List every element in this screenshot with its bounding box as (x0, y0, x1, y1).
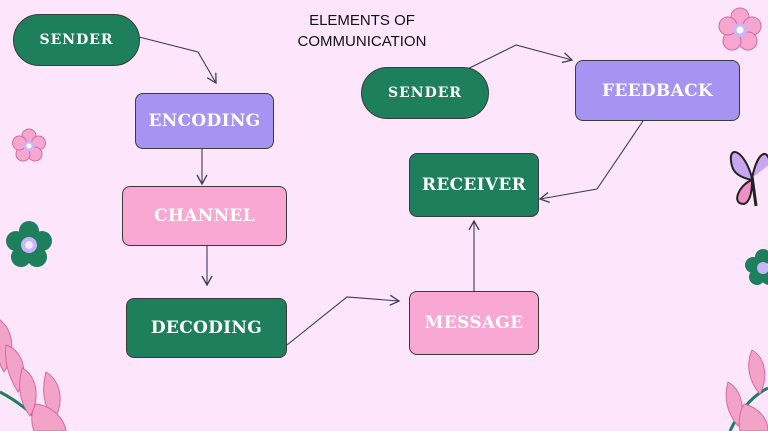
node-label: MESSAGE (424, 313, 524, 333)
node-receiver: RECEIVER (409, 153, 539, 217)
flower-icon (12, 128, 46, 162)
node-label: SENDER (387, 85, 463, 101)
node-label: RECEIVER (421, 175, 527, 195)
node-channel: CHANNEL (122, 186, 287, 246)
arrow-decoding-to-message (286, 294, 401, 346)
node-feedback: FEEDBACK (575, 60, 740, 121)
title-line-1: ELEMENTS OF (309, 12, 415, 29)
diagram-title: ELEMENTS OF COMMUNICATION (262, 10, 462, 52)
node-label: ENCODING (148, 111, 261, 131)
flower-icon (6, 221, 52, 267)
arrow-sender-to-encoding (138, 36, 217, 85)
node-decoding: DECODING (126, 298, 287, 358)
node-label: DECODING (150, 318, 263, 338)
butterfly-icon (729, 151, 768, 207)
leaf-branch-icon (0, 319, 67, 431)
flower-icon (718, 7, 762, 51)
flower-icon (745, 249, 768, 285)
node-label: FEEDBACK (602, 80, 713, 101)
node-label: SENDER (39, 32, 114, 48)
node-message: MESSAGE (409, 291, 539, 355)
node-label: CHANNEL (154, 206, 255, 226)
node-encoding: ENCODING (135, 93, 274, 149)
node-sender-left: SENDER (13, 14, 140, 66)
leaf-branch-icon (725, 349, 768, 431)
node-sender-right: SENDER (361, 67, 489, 119)
arrow-feedback-to-receiver (538, 120, 644, 203)
title-line-2: COMMUNICATION (297, 33, 427, 50)
